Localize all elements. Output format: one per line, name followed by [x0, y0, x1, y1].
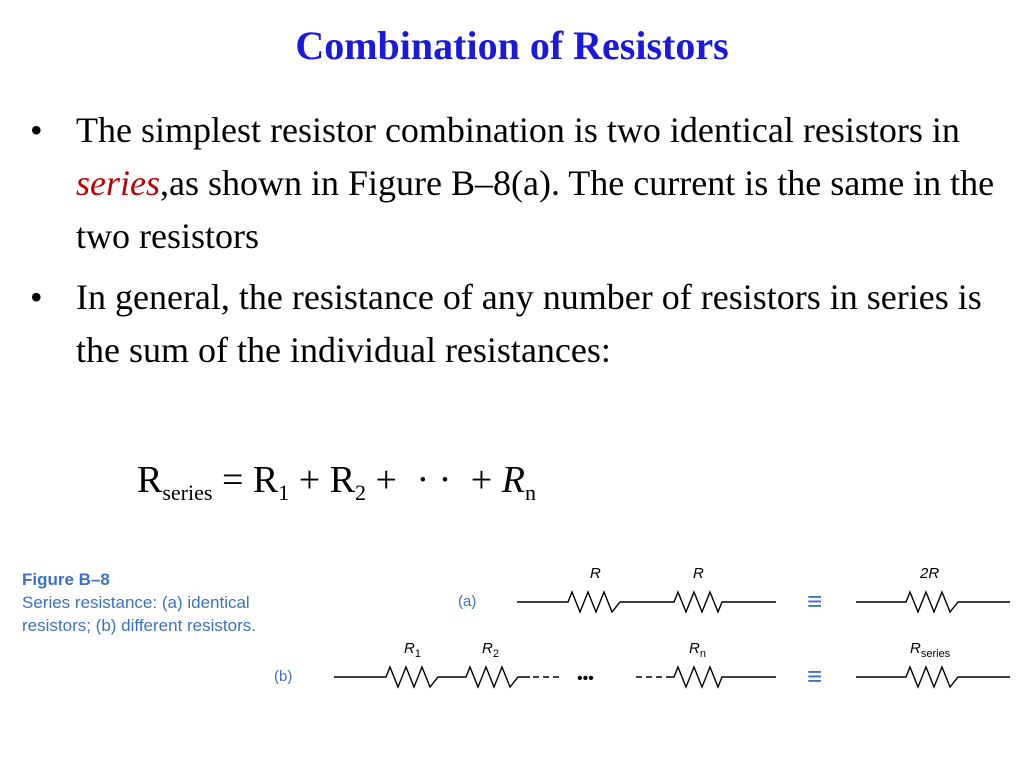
row-a-resistor-2-label: R: [693, 565, 704, 582]
row-a-series-wire: [517, 590, 776, 614]
formula-term-n-sub: n: [524, 480, 536, 505]
slide-title: Combination of Resistors: [295, 23, 729, 68]
bullet-text-after: ,as shown in Figure B–8(a). The current …: [76, 163, 995, 256]
figure-caption-title: Figure B–8: [22, 570, 110, 589]
series-resistor-diagram: (a) (b) R R 2R R1 R2 Rn Rseries ••• ≡ ≡: [274, 565, 1010, 691]
figure-caption-line-2: resistors; (b) different resistors.: [22, 616, 256, 635]
row-b-equivalent-label: Rseries: [910, 640, 951, 660]
row-b-rn-symbol: R: [689, 640, 700, 657]
formula-plus-1: +: [298, 459, 321, 501]
figure-caption-line-1: Series resistance: (a) identical: [22, 593, 250, 612]
row-b-r2-sub: 2: [493, 648, 499, 660]
row-a-equivalent-wire: [856, 590, 1010, 614]
bullet-item-series: • The simplest resistor combination is t…: [30, 104, 1010, 263]
formula-term-1-sub: 1: [278, 480, 290, 505]
row-b-rn-label: Rn: [689, 640, 706, 660]
row-b-r2-label: R2: [482, 640, 499, 660]
series-resistance-formula: Rseries = R1 + R2 + · · + Rn: [137, 452, 536, 521]
figure-caption: Figure B–8 Series resistance: (a) identi…: [22, 568, 342, 637]
row-b-r2-symbol: R: [482, 640, 493, 657]
row-a-resistor-1-label: R: [590, 565, 601, 582]
formula-term-n: R: [501, 459, 525, 501]
row-b-rn-sub: n: [700, 648, 706, 660]
row-b-r1-sub: 1: [415, 648, 421, 660]
row-b-r1-symbol: R: [404, 640, 415, 657]
bullet-item-general: • In general, the resistance of any numb…: [30, 271, 1010, 377]
bullet-dot: •: [30, 277, 43, 317]
row-a-equivalence-icon: ≡: [807, 586, 822, 616]
row-b-equivalent-wire: [856, 665, 1010, 689]
row-a-label: (a): [458, 593, 476, 610]
row-b-ellipsis: •••: [577, 670, 594, 687]
row-b-equivalent-symbol: R: [910, 640, 921, 657]
formula-plus-2: +: [375, 459, 397, 501]
formula-plus-3: +: [470, 459, 493, 501]
bullet-dot: •: [30, 110, 43, 150]
formula-equals: =: [221, 459, 244, 501]
row-a-equivalent-label: 2R: [919, 565, 939, 582]
formula-lhs-sub: series: [162, 480, 213, 505]
row-b-series-wire-left: [334, 665, 530, 689]
formula-term-1: R: [252, 459, 279, 501]
formula-dots: · ·: [416, 459, 452, 501]
row-b-equivalent-sub: series: [921, 648, 951, 660]
row-b-equivalence-icon: ≡: [807, 661, 822, 691]
bullet-list: • The simplest resistor combination is t…: [30, 104, 1010, 385]
bullet-text-before: The simplest resistor combination is two…: [76, 110, 960, 150]
formula-term-2-sub: 2: [355, 480, 367, 505]
series-emphasis: series: [76, 163, 160, 203]
row-b-label: (b): [274, 668, 292, 685]
row-b-r1-label: R1: [404, 640, 421, 660]
row-b-series-wire-right: [670, 665, 776, 689]
formula-term-2: R: [329, 459, 356, 501]
bullet-text: In general, the resistance of any number…: [76, 277, 982, 370]
formula-lhs: R: [137, 459, 163, 501]
